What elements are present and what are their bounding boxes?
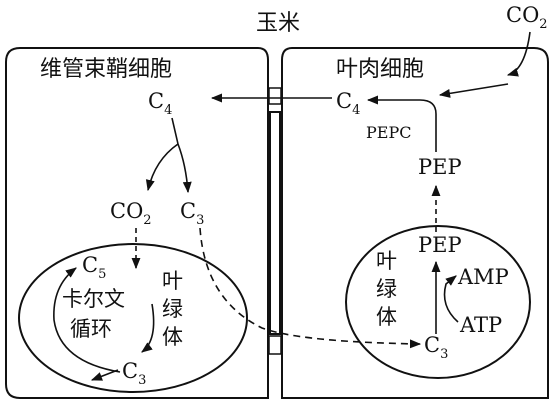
calvin-cycle-label-1: 卡尔文 xyxy=(62,287,125,311)
diagram-title: 玉米 xyxy=(256,11,300,36)
mesophyll-chloroplast xyxy=(345,225,531,379)
calvin-c5-label: C5 xyxy=(82,253,106,282)
calvin-cycle-label-2: 循环 xyxy=(70,317,112,341)
bundle-sheath-cell-outline xyxy=(5,47,269,399)
bundle-sheath-c3-label: C3 xyxy=(180,199,204,228)
mesophyll-pep-label: PEP xyxy=(418,155,462,179)
bundle-sheath-co2-label: CO2 xyxy=(110,199,152,228)
mesophyll-chloroplast-c3-label: C3 xyxy=(424,333,448,362)
mesophyll-cell-label: 叶肉细胞 xyxy=(336,57,424,82)
calvin-cycle-arc xyxy=(141,303,155,353)
calvin-cycle-return-arc xyxy=(53,267,121,373)
pepc-enzyme-label: PEPC xyxy=(366,123,411,142)
bundle-sheath-chloroplast xyxy=(18,243,248,393)
c4-split-to-co2-arrow xyxy=(145,143,179,192)
mesophyll-chloroplast-label-2: 绿 xyxy=(376,277,397,301)
external-co2-label: CO2 xyxy=(506,3,548,32)
mesophyll-chloroplast-pep-label: PEP xyxy=(418,233,462,257)
c4-split-stem xyxy=(171,117,179,145)
mesophyll-cell-outline xyxy=(281,47,549,399)
pep-to-c4-arrow xyxy=(366,95,437,152)
plasmodesma-middle xyxy=(269,111,281,335)
plasmodesma-lower xyxy=(268,335,282,355)
bundle-sheath-chloroplast-label-3: 体 xyxy=(162,325,183,349)
co2-to-c4-arrow xyxy=(438,83,509,98)
atp-to-amp-arrow xyxy=(443,275,459,323)
plasmodesma-upper xyxy=(268,87,282,105)
c3-transfer-arrow xyxy=(199,227,422,349)
bundle-sheath-c4-label: C4 xyxy=(148,89,172,118)
atp-label: ATP xyxy=(459,313,502,337)
c3-export-arrow xyxy=(90,369,119,381)
calvin-c3-label: C3 xyxy=(122,359,146,388)
external-co2-arrow xyxy=(506,31,531,77)
bundle-sheath-chloroplast-label-1: 叶 xyxy=(162,269,183,293)
mesophyll-c4-label: C4 xyxy=(336,89,360,118)
bundle-sheath-chloroplast-label-2: 绿 xyxy=(162,297,183,321)
bundle-sheath-cell-label: 维管束鞘细胞 xyxy=(40,57,172,82)
amp-label: AMP xyxy=(457,265,509,289)
mesophyll-chloroplast-label-3: 体 xyxy=(376,305,397,329)
c4-split-to-c3-arrow xyxy=(177,143,192,194)
mesophyll-chloroplast-label-1: 叶 xyxy=(376,249,397,273)
